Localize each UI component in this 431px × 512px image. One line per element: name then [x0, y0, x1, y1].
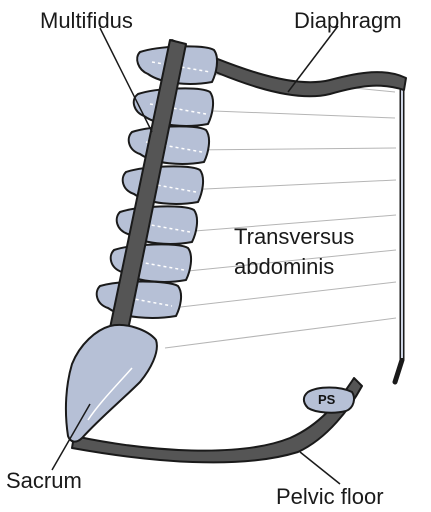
leader-pelvic-floor: [300, 452, 340, 484]
label-sacrum: Sacrum: [6, 470, 82, 492]
label-ps: PS: [318, 393, 335, 406]
vertebra-s2: [97, 282, 181, 318]
label-pelvic-floor: Pelvic floor: [276, 486, 384, 508]
label-abdominis: abdominis: [234, 256, 334, 278]
label-diaphragm: Diaphragm: [294, 10, 402, 32]
sacrum: [66, 325, 157, 442]
label-transversus: Transversus: [234, 226, 354, 248]
label-multifidus: Multifidus: [40, 10, 133, 32]
abdominal-wall-right: [395, 82, 402, 382]
leader-multifidus: [100, 28, 152, 132]
vertebra-l4: [123, 166, 203, 204]
